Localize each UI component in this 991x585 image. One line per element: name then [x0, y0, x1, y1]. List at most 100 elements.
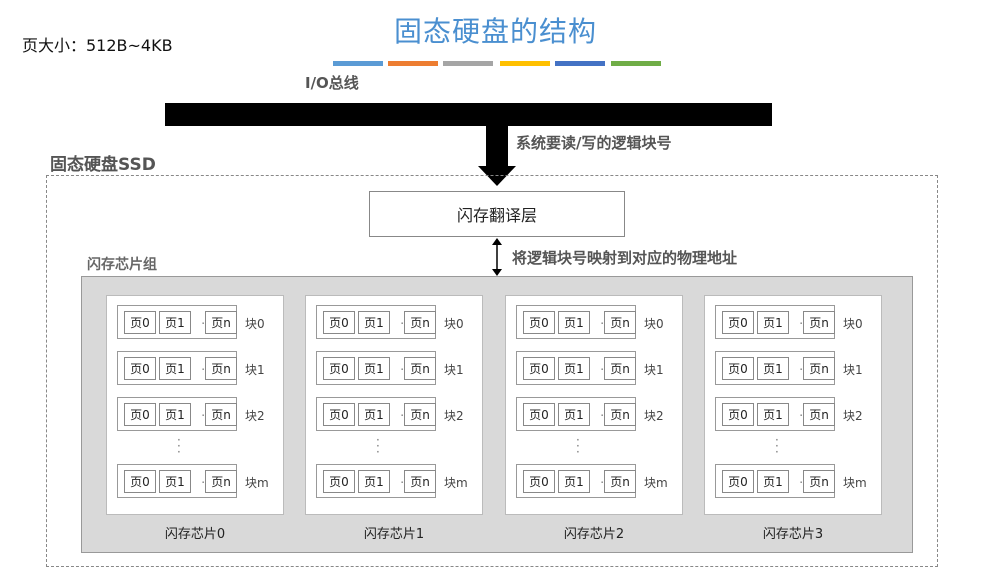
- page-cell: 页1: [159, 403, 191, 426]
- chip-label: 闪存芯片3: [762, 527, 824, 542]
- page-cell: 页0: [722, 470, 754, 493]
- vertical-ellipsis-icon: ···: [576, 433, 580, 459]
- page-cell: 页n: [803, 357, 835, 380]
- io-bus: [165, 103, 772, 126]
- block-label: 块0: [245, 317, 265, 331]
- chip-label: 闪存芯片0: [164, 527, 226, 542]
- page-cell: 页1: [558, 470, 590, 493]
- page-cell: 页n: [205, 357, 237, 380]
- page-cell: 页1: [558, 311, 590, 334]
- block-label: 块2: [245, 409, 265, 423]
- double-arrow-icon: [492, 238, 502, 276]
- page-cell: 页0: [523, 357, 555, 380]
- page-cell: 页n: [404, 470, 436, 493]
- page-cell: 页1: [159, 357, 191, 380]
- page-cell: 页0: [722, 403, 754, 426]
- page-cell: 页n: [205, 470, 237, 493]
- page-cell: 页1: [358, 357, 390, 380]
- block-label: 块m: [444, 476, 468, 490]
- down-arrow-icon: [478, 166, 516, 186]
- page-cell: 页1: [358, 403, 390, 426]
- flash-chip-3: 页0页1...页n块0页0页1...页n块1页0页1...页n块2页0页1...…: [704, 295, 882, 515]
- page-cell: 页1: [358, 470, 390, 493]
- page-cell: 页n: [803, 470, 835, 493]
- chip-label: 闪存芯片1: [363, 527, 425, 542]
- page-cell: 页0: [523, 403, 555, 426]
- block-label: 块0: [843, 317, 863, 331]
- page-cell: 页1: [358, 311, 390, 334]
- block-label: 块1: [843, 363, 863, 377]
- page-cell: 页n: [205, 311, 237, 334]
- vertical-ellipsis-icon: ···: [177, 433, 181, 459]
- page-cell: 页1: [757, 403, 789, 426]
- page-cell: 页0: [124, 403, 156, 426]
- page-cell: 页1: [757, 311, 789, 334]
- page-cell: 页n: [404, 357, 436, 380]
- vertical-ellipsis-icon: ···: [376, 433, 380, 459]
- page-cell: 页1: [558, 357, 590, 380]
- page-size-note: 页大小：512B~4KB: [22, 36, 173, 55]
- page-cell: 页0: [124, 311, 156, 334]
- page-cell: 页n: [604, 311, 636, 334]
- page-cell: 页n: [205, 403, 237, 426]
- color-bar-3: [443, 61, 493, 66]
- page-cell: 页0: [323, 470, 355, 493]
- page-cell: 页n: [803, 311, 835, 334]
- block-label: 块2: [444, 409, 464, 423]
- vertical-ellipsis-icon: ···: [775, 433, 779, 459]
- page-cell: 页1: [757, 357, 789, 380]
- page-cell: 页0: [124, 357, 156, 380]
- page-cell: 页0: [323, 311, 355, 334]
- page-cell: 页1: [159, 470, 191, 493]
- flash-translation-layer: 闪存翻译层: [369, 191, 625, 237]
- block-label: 块m: [843, 476, 867, 490]
- ssd-container: [46, 175, 938, 567]
- color-bar-2: [388, 61, 438, 66]
- page-cell: 页1: [558, 403, 590, 426]
- color-bar-4: [500, 61, 550, 66]
- block-label: 块m: [644, 476, 668, 490]
- page-cell: 页0: [722, 311, 754, 334]
- chip-label: 闪存芯片2: [563, 527, 625, 542]
- block-label: 块m: [245, 476, 269, 490]
- block-label: 块1: [245, 363, 265, 377]
- block-label: 块1: [444, 363, 464, 377]
- mapping-label: 将逻辑块号映射到对应的物理地址: [512, 249, 738, 267]
- page-cell: 页0: [323, 357, 355, 380]
- page-cell: 页n: [604, 357, 636, 380]
- page-cell: 页n: [803, 403, 835, 426]
- ftl-label: 闪存翻译层: [456, 206, 537, 225]
- down-arrow-shaft: [486, 126, 508, 168]
- page-cell: 页1: [159, 311, 191, 334]
- block-label: 块0: [444, 317, 464, 331]
- page-cell: 页0: [722, 357, 754, 380]
- flash-chip-2: 页0页1...页n块0页0页1...页n块1页0页1...页n块2页0页1...…: [505, 295, 683, 515]
- io-bus-label: I/O总线: [305, 74, 359, 92]
- block-label: 块2: [644, 409, 664, 423]
- page-cell: 页0: [523, 470, 555, 493]
- block-label: 块0: [644, 317, 664, 331]
- page-cell: 页n: [604, 403, 636, 426]
- page-cell: 页n: [404, 403, 436, 426]
- page-title: 固态硬盘的结构: [393, 15, 597, 48]
- color-bar-5: [555, 61, 605, 66]
- page-cell: 页0: [124, 470, 156, 493]
